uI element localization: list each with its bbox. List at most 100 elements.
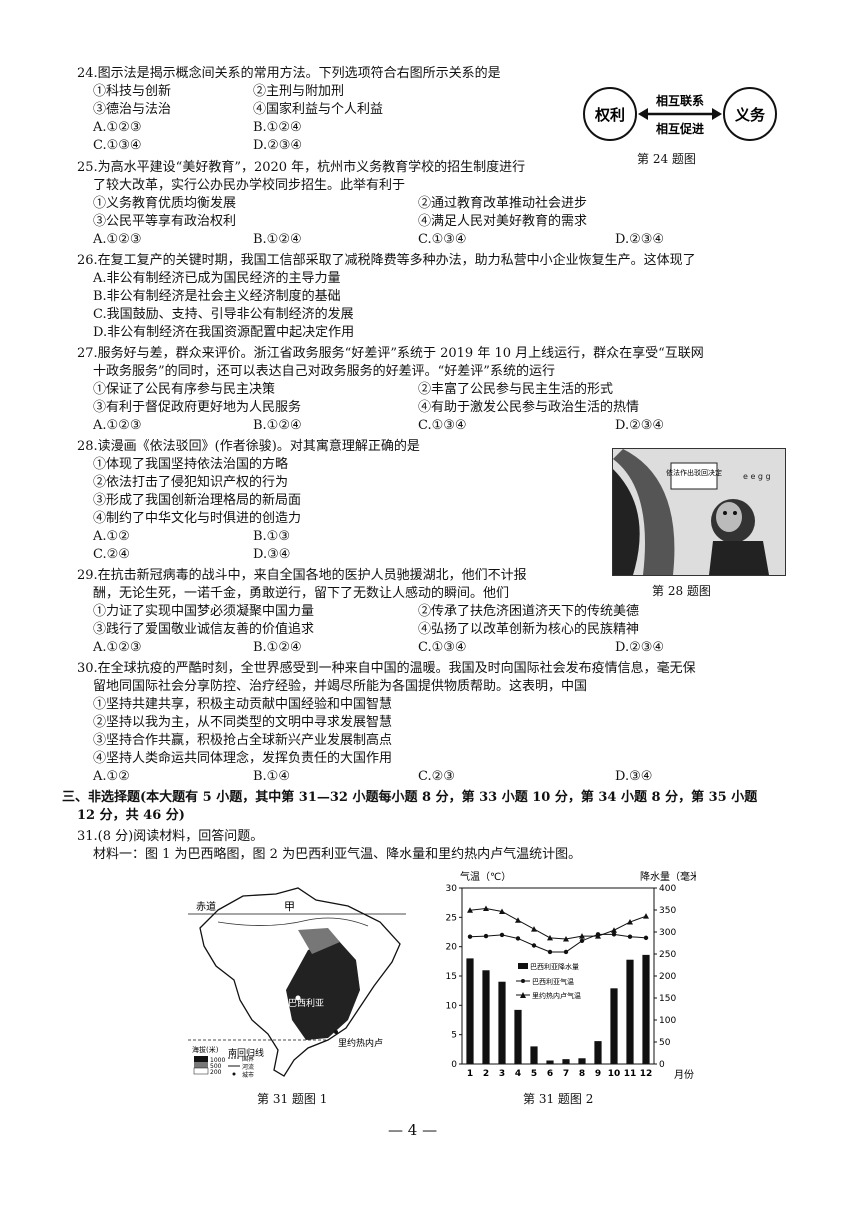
q25-stem-2: 了较大改革，实行公办民办学校同步招生。此举有利于 [93, 178, 406, 193]
brasilia-temp-point [467, 934, 473, 939]
q31-figure-1-caption: 第 31 题图 1 [257, 1092, 328, 1106]
q24-option-2: ②主刑与附加刑 [253, 84, 345, 99]
y-right-tick-label: 100 [659, 1016, 676, 1026]
precip-bar [578, 1058, 586, 1064]
q25-option-1: ①义务教育优质均衡发展 [93, 196, 237, 211]
q26-answer-a: A.非公有制经济已成为国民经济的主导力量 [93, 271, 341, 286]
q25-option-4: ④满足人民对美好教育的需求 [418, 214, 588, 229]
y-right-tick-label: 350 [659, 906, 676, 916]
jia-label: 甲 [284, 900, 295, 913]
q29-option-2: ②传承了扶危济困道济天下的传统美德 [418, 604, 640, 619]
q28-answer-d: D.③④ [253, 547, 291, 562]
precip-bar [594, 1041, 602, 1064]
q30-answer-d: D.③④ [615, 769, 653, 784]
y-left-tick-label: 10 [446, 1001, 458, 1011]
y-right-tick-label: 250 [659, 950, 676, 960]
q27-option-4: ④有助于激发公民参与政治生活的热情 [418, 400, 640, 415]
q29-option-3: ③践行了爱国敬业诚信友善的价值追求 [93, 622, 315, 637]
brasilia-temp-point [483, 933, 489, 939]
brasilia-temp-point [643, 935, 649, 941]
legend-border: 国界 [242, 1056, 254, 1063]
q25-option-3: ③公民平等享有政治权利 [93, 214, 237, 229]
precip-bar [514, 1009, 522, 1064]
precip-bar [546, 1060, 554, 1064]
legend-river: 河流 [242, 1063, 254, 1071]
rio-temp-line [469, 908, 647, 940]
q25-answer-a: A.①②③ [93, 232, 142, 247]
q28-cartoon: 依法作出驳回决定 e e g g [612, 448, 786, 576]
y-left-tick-label: 5 [451, 1031, 457, 1041]
q25-option-2: ②通过教育改革推动社会进步 [418, 196, 588, 211]
q28-option-3: ③形成了我国创新治理格局的新局面 [93, 493, 302, 508]
arrow-left-icon [638, 108, 648, 120]
q26-answer-b: B.非公有制经济是社会主义经济制度的基础 [93, 289, 341, 304]
duties-label: 义务 [735, 106, 766, 124]
rio-label: 里约热内卢 [338, 1037, 383, 1049]
q30-answer-c: C.②③ [418, 769, 455, 784]
equator-label: 赤道 [196, 900, 216, 913]
y-right-tick-label: 50 [659, 1038, 671, 1048]
q27-option-1: ①保证了公民有序参与民主决策 [93, 382, 276, 397]
rio-temp-point [611, 927, 617, 933]
rio-temp-point [483, 905, 489, 912]
q24-figure-caption: 第 24 题图 [637, 152, 696, 166]
q24-answer-c: C.①③④ [93, 138, 142, 153]
brasilia-temp-line [469, 933, 647, 953]
x-tick-label: 12 [640, 1069, 653, 1079]
q28-answer-c: C.②④ [93, 547, 130, 562]
relation-top-label: 相互联系 [656, 93, 704, 108]
q30-option-2: ②坚持以我为主，从不同类型的文明中寻求发展智慧 [93, 715, 393, 730]
y-left-tick-label: 15 [446, 972, 457, 982]
y-left-tick-label: 30 [446, 884, 458, 894]
x-tick-label: 2 [483, 1069, 489, 1079]
q27-answer-a: A.①②③ [93, 418, 142, 433]
precip-bar [498, 981, 506, 1064]
x-tick-label: 9 [595, 1069, 601, 1079]
brasilia-temp-point [563, 949, 569, 955]
cartoon-image: 依法作出驳回决定 e e g g [613, 449, 785, 575]
q26-answer-d: D.非公有制经济在我国资源配置中起决定作用 [93, 325, 355, 340]
q30-option-4: ④坚持人类命运共同体理念，发挥负责任的大国作用 [93, 751, 393, 766]
q31-stem: 31.(8 分)阅读材料，回答问题。 [77, 829, 264, 844]
y-right-tick-label: 200 [659, 972, 676, 982]
y-left-tick-label: 0 [451, 1060, 457, 1070]
q25-answer-b: B.①②④ [253, 232, 302, 247]
rio-temp-point [515, 917, 521, 923]
rio-temp-point [547, 934, 553, 941]
brasilia-temp-point [627, 934, 633, 939]
q24-option-3: ③德治与法治 [93, 102, 172, 117]
highland-region [286, 940, 360, 1040]
q31-material-1: 材料一：图 1 为巴西略图，图 2 为巴西利亚气温、降水量和里约热内卢气温统计图… [93, 847, 582, 862]
y-right-label: 降水量（毫米） [640, 870, 696, 883]
rights-circle [583, 87, 637, 141]
q29-option-1: ①力证了实现中国梦必须凝聚中国力量 [93, 604, 315, 619]
q30-option-3: ③坚持合作共赢，积极抢占全球新兴产业发展制高点 [93, 733, 393, 748]
q27-answer-c: C.①③④ [418, 418, 467, 433]
brasilia-label: 巴西利亚 [288, 997, 324, 1009]
q31-figure-2-caption: 第 31 题图 2 [523, 1092, 594, 1106]
q28-stem: 28.读漫画《依法驳回》(作者徐骏)。对其寓意理解正确的是 [77, 439, 420, 454]
x-tick-label: 5 [531, 1069, 537, 1079]
x-tick-label: 4 [515, 1069, 521, 1079]
relation-bottom-label: 相互促进 [656, 121, 704, 136]
x-tick-label: 3 [499, 1069, 505, 1079]
plot-frame [461, 887, 655, 1065]
q25-stem-1: 25.为高水平建设“美好教育”，2020 年，杭州市义务教育学校的招生制度进行 [77, 160, 526, 175]
q29-stem-2: 酬，无论生死，一诺千金，勇敢逆行，留下了无数让人感动的瞬间。他们 [93, 586, 510, 601]
q28-option-1: ①体现了我国坚持依法治国的方略 [93, 457, 289, 472]
section-3-heading: 三、非选择题(本大题有 5 小题，其中第 31—32 小题每小题 8 分，第 3… [62, 790, 758, 805]
q29-answer-b: B.①②④ [253, 640, 302, 655]
amazon-river [217, 917, 369, 927]
y-left-tick-label: 20 [446, 943, 458, 953]
x-tick-label: 10 [608, 1069, 621, 1079]
q27-answer-d: D.②③④ [615, 418, 665, 433]
duties-circle [723, 87, 777, 141]
precip-bar [626, 959, 634, 1064]
x-tick-label: 1 [467, 1069, 473, 1079]
legend-precip: 巴西利亚降水量 [530, 962, 579, 971]
y-right-tick-label: 0 [659, 1060, 665, 1070]
y-right-tick-label: 300 [659, 928, 676, 938]
precip-bar [482, 970, 490, 1064]
rights-duties-diagram: 权利 义务 相互联系 相互促进 [583, 87, 777, 141]
brasilia-temp-point [611, 932, 617, 937]
